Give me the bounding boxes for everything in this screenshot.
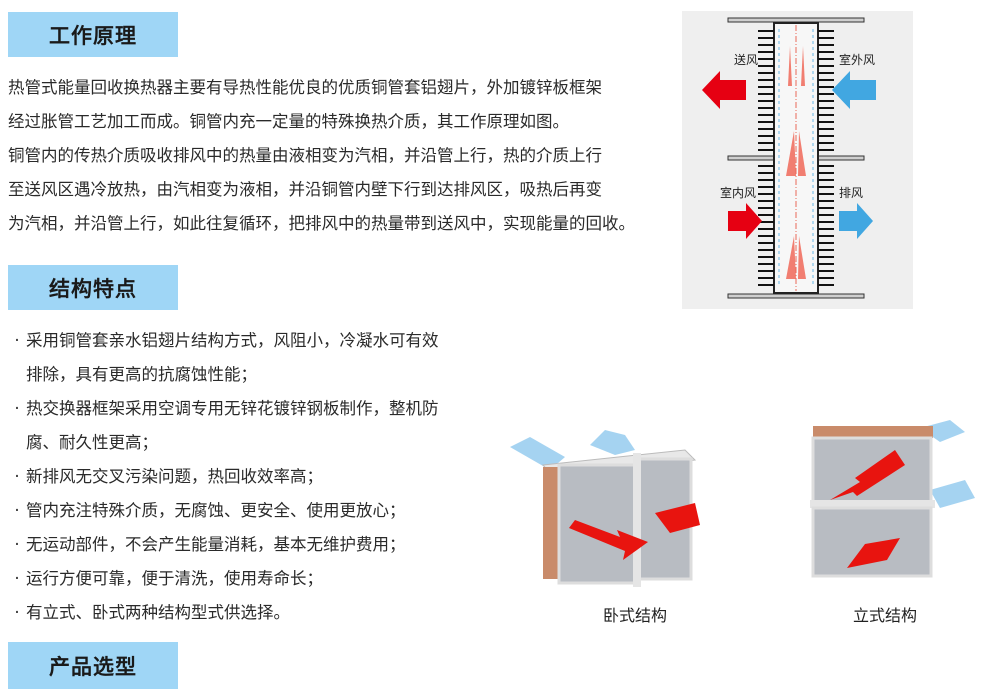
section-header-selection: 产品选型 (8, 642, 178, 689)
indoor-air-arrow-icon (728, 203, 762, 239)
list-item: ·有立式、卧式两种结构型式供选择。 (14, 603, 290, 622)
heat-pipe-diagram: 送风 室外风 室内风 排风 (682, 11, 913, 309)
horizontal-unit-caption: 卧式结构 (602, 606, 667, 625)
paragraph-line: 为汽相，并沿管上行，如此往复循环，把排风中的热量带到送风中，实现能量的回收。 (8, 214, 635, 233)
section-header-principle: 工作原理 (8, 12, 178, 57)
outdoor-air-arrow-icon (832, 71, 876, 109)
list-item: ·无运动部件，不会产生能量消耗，基本无维护费用； (14, 535, 406, 554)
vertical-unit-caption: 立式结构 (852, 606, 917, 625)
supply-air-arrow-icon (702, 71, 746, 109)
label-exhaust-air: 排风 (839, 186, 864, 200)
list-item: ·管内充注特殊介质，无腐蚀、更安全、使用更放心； (14, 501, 406, 520)
list-item-continuation: 腐、耐久性更高； (26, 433, 158, 452)
principle-paragraph: 热管式能量回收换热器主要有导热性能优良的优质铜管套铝翅片，外加镀锌板框架 经过胀… (8, 71, 678, 241)
horizontal-unit-image (505, 425, 700, 595)
paragraph-line: 热管式能量回收换热器主要有导热性能优良的优质铜管套铝翅片，外加镀锌板框架 (8, 78, 602, 97)
list-item-continuation: 排除，具有更高的抗腐蚀性能； (26, 365, 257, 384)
section-title: 产品选型 (49, 654, 137, 679)
section-header-features: 结构特点 (8, 265, 178, 310)
label-outdoor-air: 室外风 (839, 53, 876, 67)
section-title: 结构特点 (49, 276, 137, 301)
label-supply-air: 送风 (734, 53, 759, 67)
list-item: ·运行方便可靠，便于清洗，使用寿命长； (14, 569, 323, 588)
vertical-unit-image (805, 420, 985, 590)
heat-pipe-diagram-graphic (702, 17, 876, 299)
paragraph-line: 至送风区遇冷放热，由汽相变为液相，并沿铜管内壁下行到达排风区，吸热后再变 (8, 180, 602, 199)
feature-list: ·采用铜管套亲水铝翅片结构方式，风阻小，冷凝水可有效 排除，具有更高的抗腐蚀性能… (8, 324, 488, 630)
exhaust-air-arrow-icon (839, 203, 873, 239)
list-item: ·热交换器框架采用空调专用无锌花镀锌钢板制作，整机防 (14, 399, 439, 418)
paragraph-line: 铜管内的传热介质吸收排风中的热量由液相变为汽相，并沿管上行，热的介质上行 (8, 146, 602, 165)
list-item: ·采用铜管套亲水铝翅片结构方式，风阻小，冷凝水可有效 (14, 331, 439, 350)
paragraph-line: 经过胀管工艺加工而成。铜管内充一定量的特殊换热介质，其工作原理如图。 (8, 112, 569, 131)
list-item: ·新排风无交叉污染问题，热回收效率高； (14, 467, 323, 486)
section-title: 工作原理 (49, 23, 137, 48)
label-indoor-air: 室内风 (720, 186, 757, 200)
